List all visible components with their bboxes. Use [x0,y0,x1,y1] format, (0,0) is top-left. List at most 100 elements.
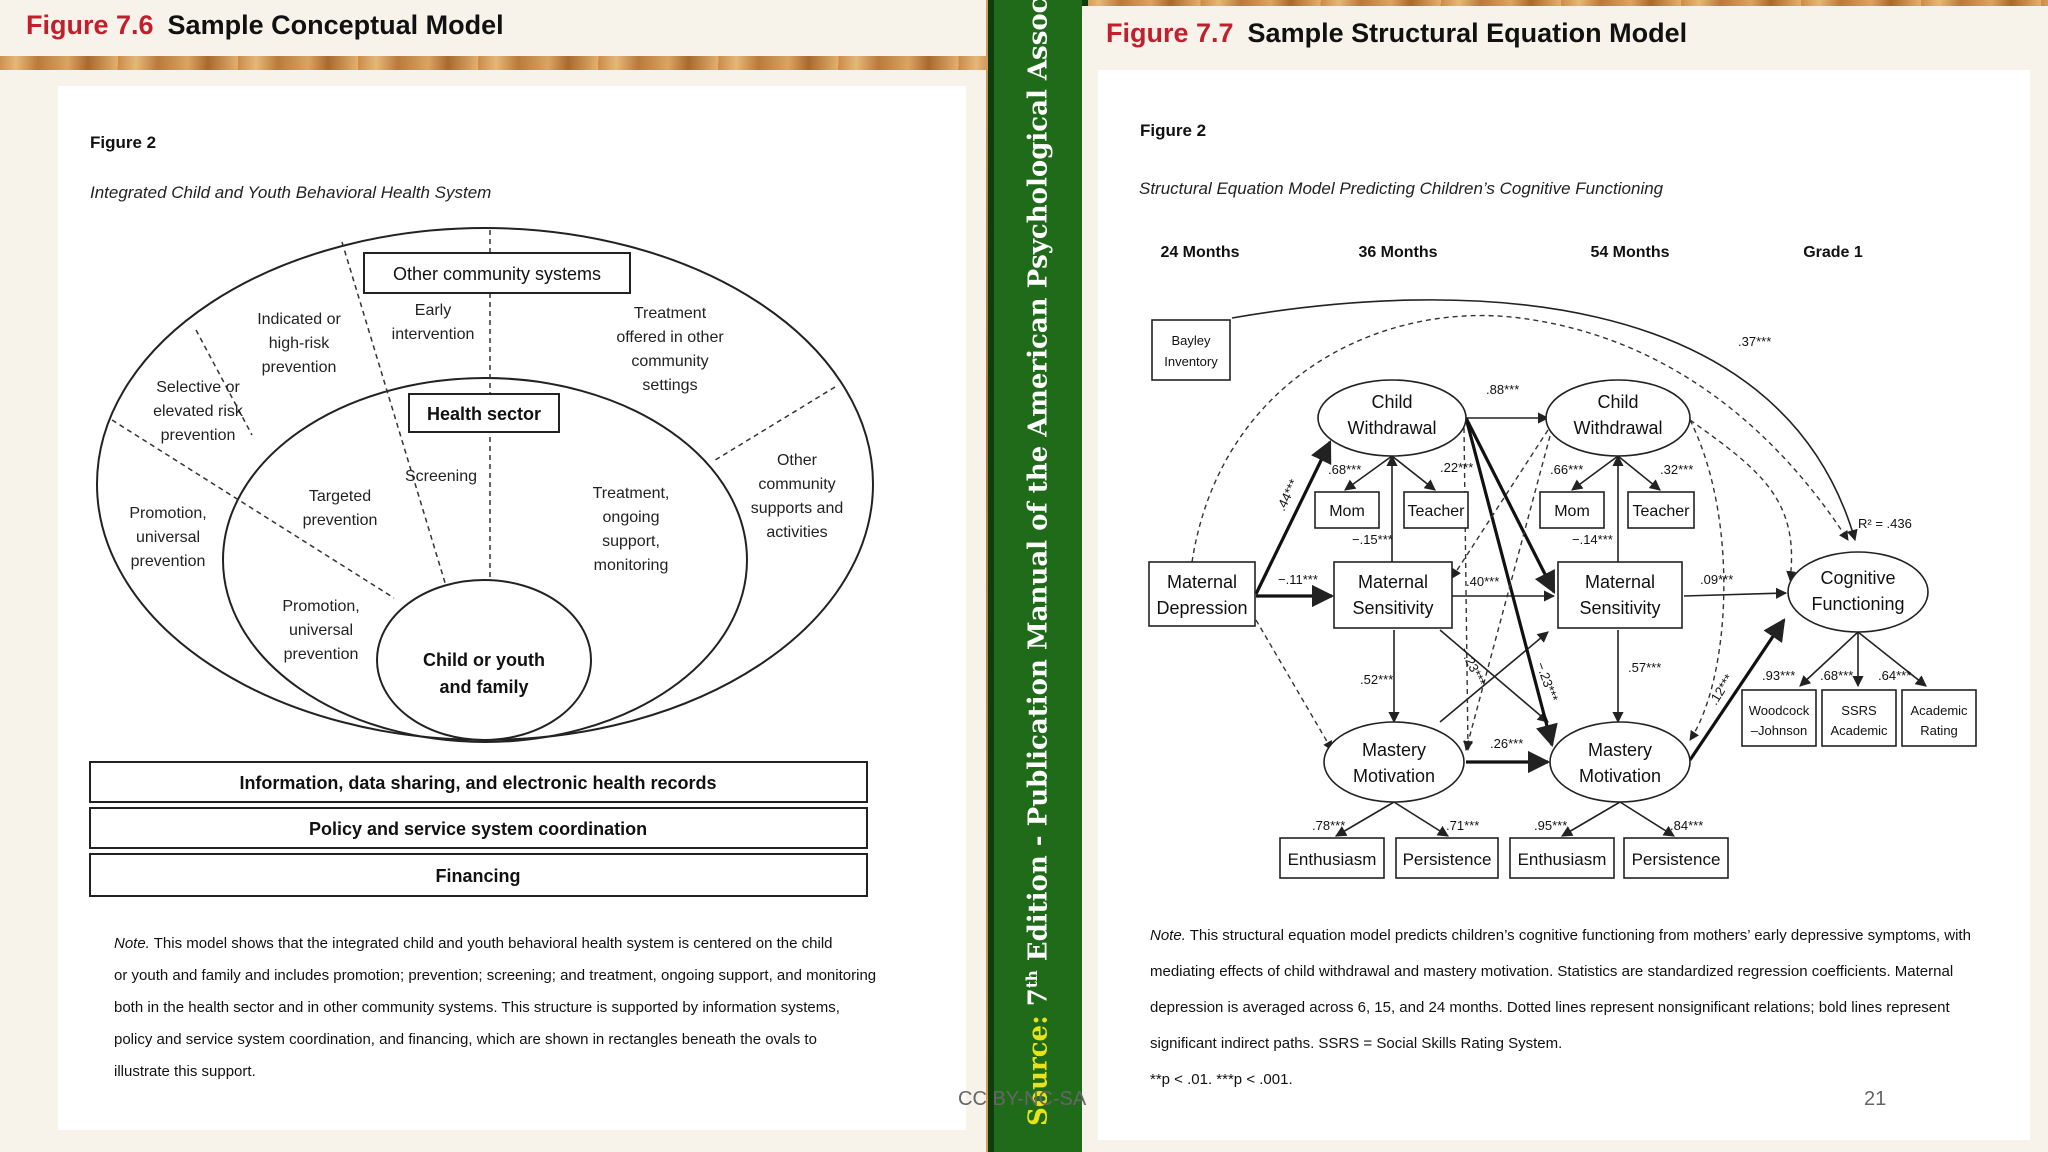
right-note-line-4: significant indirect paths. SSRS = Socia… [1150,1035,1563,1052]
enthusiasm-1-box [1279,837,1385,879]
child-family-label: Child or youth and family [423,650,545,697]
left-note-line-3: both in the health sector and in other c… [114,999,840,1016]
right-figure-number: Figure 7.7 [1106,18,1234,48]
coef-ms1-mm1: .52*** [1360,672,1393,687]
path-md-cw1 [1254,439,1332,595]
left-note-line-5: illustrate this support. [114,1063,256,1080]
conceptual-model-diagram: Figure 2 Integrated Child and Youth Beha… [89,133,874,897]
child-withdrawal-1-line2: Withdrawal [1347,418,1436,438]
maternal-depression-line1: Maternal [1167,572,1237,592]
promotion-outer-line1: Promotion, [129,505,206,522]
enthusiasm-2-box [1509,837,1615,879]
child-family-line2: and family [439,677,528,697]
early-intervention-line1: Early [415,302,451,319]
mastery-motivation-1-oval [1323,721,1465,803]
right-note-line-3: depression is averaged across 6, 15, and… [1150,999,1950,1016]
promotion-outer-line3: prevention [131,553,206,570]
early-intervention-line2: intervention [392,326,475,343]
teacher-1-label: Teacher [1408,503,1466,520]
woodcock-line2: –Johnson [1751,723,1807,738]
health-sector-box [408,393,560,433]
coef-cw-cw: .88*** [1486,382,1519,397]
mastery-motivation-2-line2: Motivation [1579,766,1661,786]
mastery-motivation-2-line1: Mastery [1588,740,1652,760]
ssrs-box [1821,689,1897,747]
coef-md-ms: −.11*** [1278,572,1318,587]
persistence-1-box [1395,837,1499,879]
path-cw2-teacher [1617,455,1661,491]
path-mm1-persistence [1393,801,1449,837]
right-figure-label: Figure 2 [1140,121,1206,140]
other-supports-line3: supports and [751,500,844,517]
teacher-2-box [1627,491,1695,529]
coef-ms-ms: .40*** [1466,574,1499,589]
persistence-1-label: Persistence [1403,850,1492,869]
time-headers: 24 Months 36 Months 54 Months Grade 1 [1160,244,1862,261]
policy-bar [89,807,868,849]
coef-enth2: .95*** [1534,818,1567,833]
path-cw2-ms1-dashed [1451,429,1549,579]
mastery-motivation-1-line2: Motivation [1353,766,1435,786]
left-note: Note. This model shows that the integrat… [114,928,954,1088]
sem-node-labels: Bayley Inventory Maternal Depression Chi… [1156,333,1968,869]
path-cw1-mom [1344,455,1393,491]
other-community-systems-box [363,252,631,294]
path-cw2-mom [1571,455,1619,491]
path-cw1-ms2 [1464,417,1556,594]
header-54-months: 54 Months [1590,244,1669,261]
path-mm2-persistence [1619,801,1675,837]
coef-mm-cog: .12*** [1706,671,1736,707]
maternal-depression-line2: Depression [1156,598,1247,618]
selective-line3: prevention [161,427,236,444]
bold-paths [1254,417,1786,774]
spine-edition-number: 7 [1023,988,1054,1007]
right-figure-name: Sample Structural Equation Model [1247,18,1688,48]
policy-bar-label: Policy and service system coordination [309,819,647,839]
spine-edition-suffix: th [1023,970,1041,989]
promotion-outer-line2: universal [136,529,200,546]
coef-cw1-ms1: −.15*** [1352,532,1393,547]
coef-teacher2: .32*** [1660,462,1693,477]
path-cog-woodcock [1799,631,1859,687]
left-note-line-1: This model shows that the integrated chi… [153,935,833,952]
promotion-inner-line1: Promotion, [282,598,359,615]
academic-rating-line2: Rating [1920,723,1958,738]
other-community-systems-label: Other community systems [393,264,601,284]
maternal-sensitivity-2-box [1557,561,1683,629]
mom-2-label: Mom [1554,503,1590,520]
coef-r2: R² = .436 [1858,516,1912,531]
coef-ms2-mm2: .57*** [1628,660,1661,675]
path-md-cog-dashed [1191,314,1849,563]
structural-equation-model-diagram: Figure 2 Structural Equation Model Predi… [1139,121,1977,879]
treatment-other-line2: offered in other [616,329,724,346]
left-figure-caption: Integrated Child and Youth Behavioral He… [90,183,491,202]
maternal-sensitivity-2-line1: Maternal [1585,572,1655,592]
coef-enth1: .78*** [1312,818,1345,833]
coef-mom1: .68*** [1328,462,1361,477]
left-note-line-4: policy and service system coordination, … [114,1031,817,1048]
other-supports-line1: Other [777,452,818,469]
path-bayley-cognitive [1231,299,1858,542]
child-youth-ellipse [376,579,592,741]
child-withdrawal-1-line1: Child [1371,392,1412,412]
license-text: CC BY-NC-SA [958,1088,1087,1110]
right-note-label: Note. [1150,927,1186,944]
treatment-other-line1: Treatment [634,305,707,322]
woodcock-box [1741,689,1817,747]
right-figure-caption: Structural Equation Model Predicting Chi… [1139,179,1664,198]
coef-cross1: −.23*** [1457,645,1488,688]
outer-sector-labels: Early intervention Indicated or high-ris… [129,302,843,570]
cognitive-functioning-oval [1787,551,1929,633]
coef-cw2-ms2: −.14*** [1572,532,1613,547]
health-sector-label: Health sector [427,404,541,424]
child-withdrawal-2-oval [1545,379,1691,457]
left-figure-name: Sample Conceptual Model [167,10,504,40]
coef-bayley-cog: .37*** [1738,334,1771,349]
teacher-2-label: Teacher [1633,503,1691,520]
screening-label: Screening [405,468,477,485]
dashed-paths [1191,314,1849,751]
maternal-sensitivity-1-line1: Maternal [1358,572,1428,592]
mom-1-label: Mom [1329,503,1365,520]
mastery-motivation-2-oval [1549,721,1691,803]
persistence-2-box [1623,837,1729,879]
